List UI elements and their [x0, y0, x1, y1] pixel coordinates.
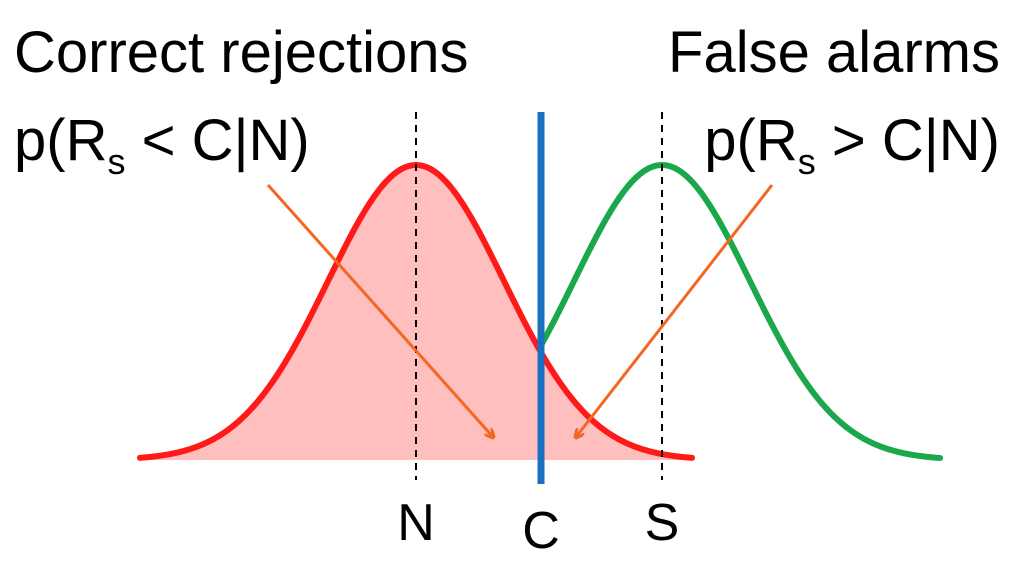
false-alarms-formula: p(Rs > C|N) — [704, 108, 1000, 182]
formula-prefix: p(R — [14, 108, 107, 173]
axis-label-c: C — [522, 502, 560, 560]
signal-distribution-curve — [537, 161, 943, 461]
false-alarm-arrow — [576, 184, 774, 437]
formula-suffix: < C|N) — [125, 108, 309, 173]
formula-prefix: p(R — [704, 108, 797, 173]
correct-rejections-formula: p(Rs < C|N) — [14, 108, 310, 182]
formula-suffix: > C|N) — [816, 108, 1000, 173]
false-alarms-title: False alarms — [668, 20, 1000, 85]
axis-label-s: S — [645, 494, 680, 552]
correct-rejection-arrow — [266, 184, 493, 437]
formula-subscript: s — [798, 141, 816, 182]
formula-subscript: s — [107, 141, 125, 182]
correct-rejections-title: Correct rejections — [14, 20, 468, 85]
axis-label-n: N — [397, 494, 435, 552]
